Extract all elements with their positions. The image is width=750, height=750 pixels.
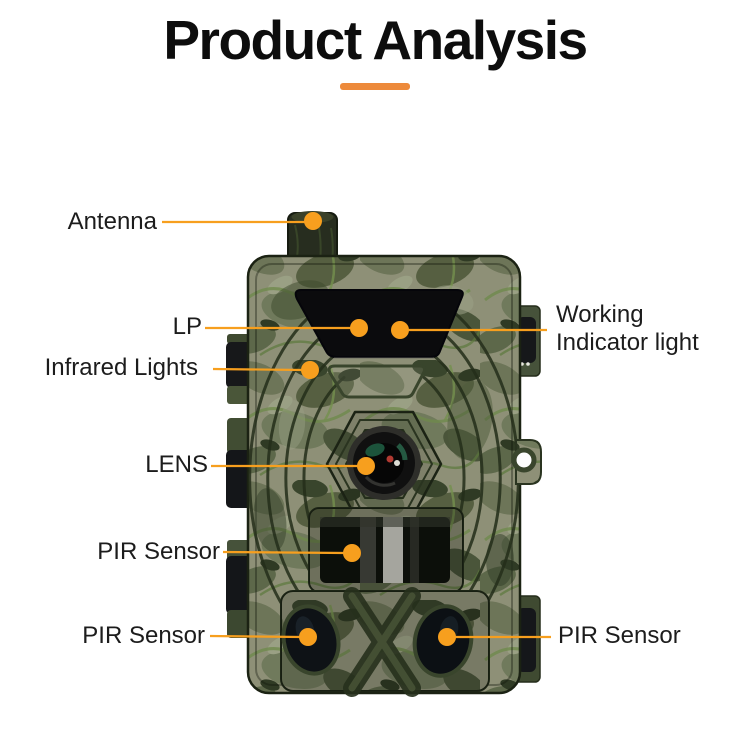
infrared-dot: [301, 361, 319, 379]
infrared-lower-window: [327, 364, 426, 399]
infrared-leader-line: [212, 367, 304, 372]
label-antenna: Antenna: [67, 208, 157, 235]
label-pir-sensor-right: PIR Sensor: [558, 622, 681, 649]
page-title: Product Analysis: [163, 9, 588, 71]
antenna-dot: [304, 212, 322, 230]
pir-left-dot: [299, 628, 317, 646]
pir-window-mid: [308, 507, 464, 593]
pir-left-leader-line: [209, 634, 302, 639]
label-working-indicator: Working Indicator light: [556, 301, 699, 356]
lp-dot: [350, 319, 368, 337]
camera-lens: [347, 426, 421, 500]
label-infrared-lights: Infrared Lights: [44, 354, 198, 381]
lens-housing: [325, 410, 443, 518]
pir-mid-dot: [343, 544, 361, 562]
label-lens: LENS: [145, 451, 208, 478]
working-dot: [391, 321, 409, 339]
infrared-panel: [294, 289, 464, 359]
title-underline-bar: [340, 83, 410, 90]
pir-mid-leader-line: [222, 550, 346, 555]
pir-bottom-panel: [280, 587, 490, 697]
mounting-tab: [511, 439, 542, 485]
lens-dot: [357, 457, 375, 475]
label-lp: LP: [172, 313, 202, 340]
label-pir-sensor-mid: PIR Sensor: [97, 538, 220, 565]
title-underline: [340, 83, 410, 90]
left-side-latches: [226, 334, 252, 638]
label-pir-sensor-left: PIR Sensor: [82, 622, 205, 649]
pir-right-dot: [438, 628, 456, 646]
